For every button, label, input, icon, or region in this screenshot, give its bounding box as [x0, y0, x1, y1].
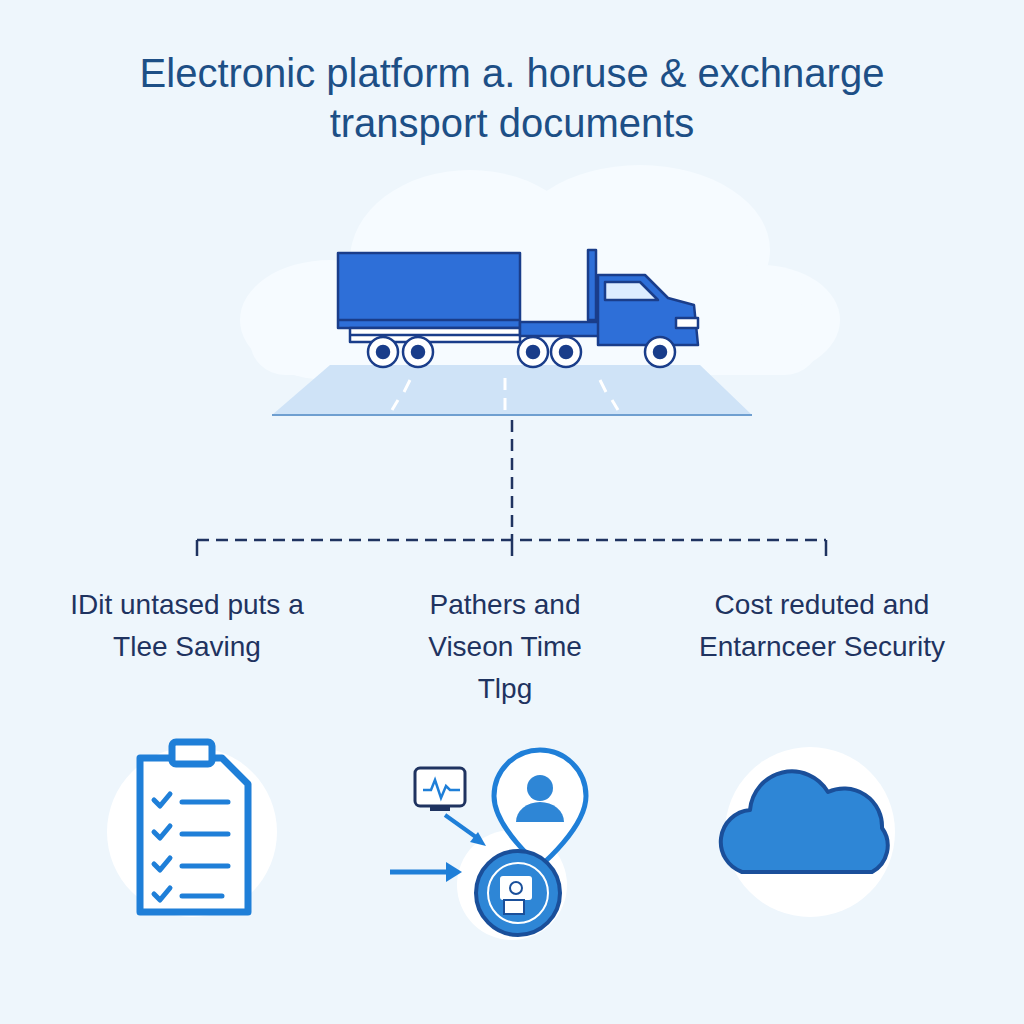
cloud-icon: [721, 771, 888, 872]
truck: [338, 250, 698, 367]
clipboard-icon: [140, 742, 248, 912]
bracket: [197, 420, 826, 556]
title: Electronic platform a. horuse & exchnarg…: [112, 48, 912, 148]
road: [272, 365, 752, 415]
benefit-label: Pathers and Viseon Time Tlpg: [425, 584, 585, 710]
cloud-backdrop: [240, 165, 840, 380]
icon-ground: [107, 747, 277, 917]
benefit-label: IDit untased puts a Tlee Saving: [62, 584, 312, 668]
network-icon: [390, 750, 586, 940]
benefit-label: Cost reduted and Entarnceer Security: [667, 584, 977, 668]
lane-marks: [392, 378, 618, 410]
